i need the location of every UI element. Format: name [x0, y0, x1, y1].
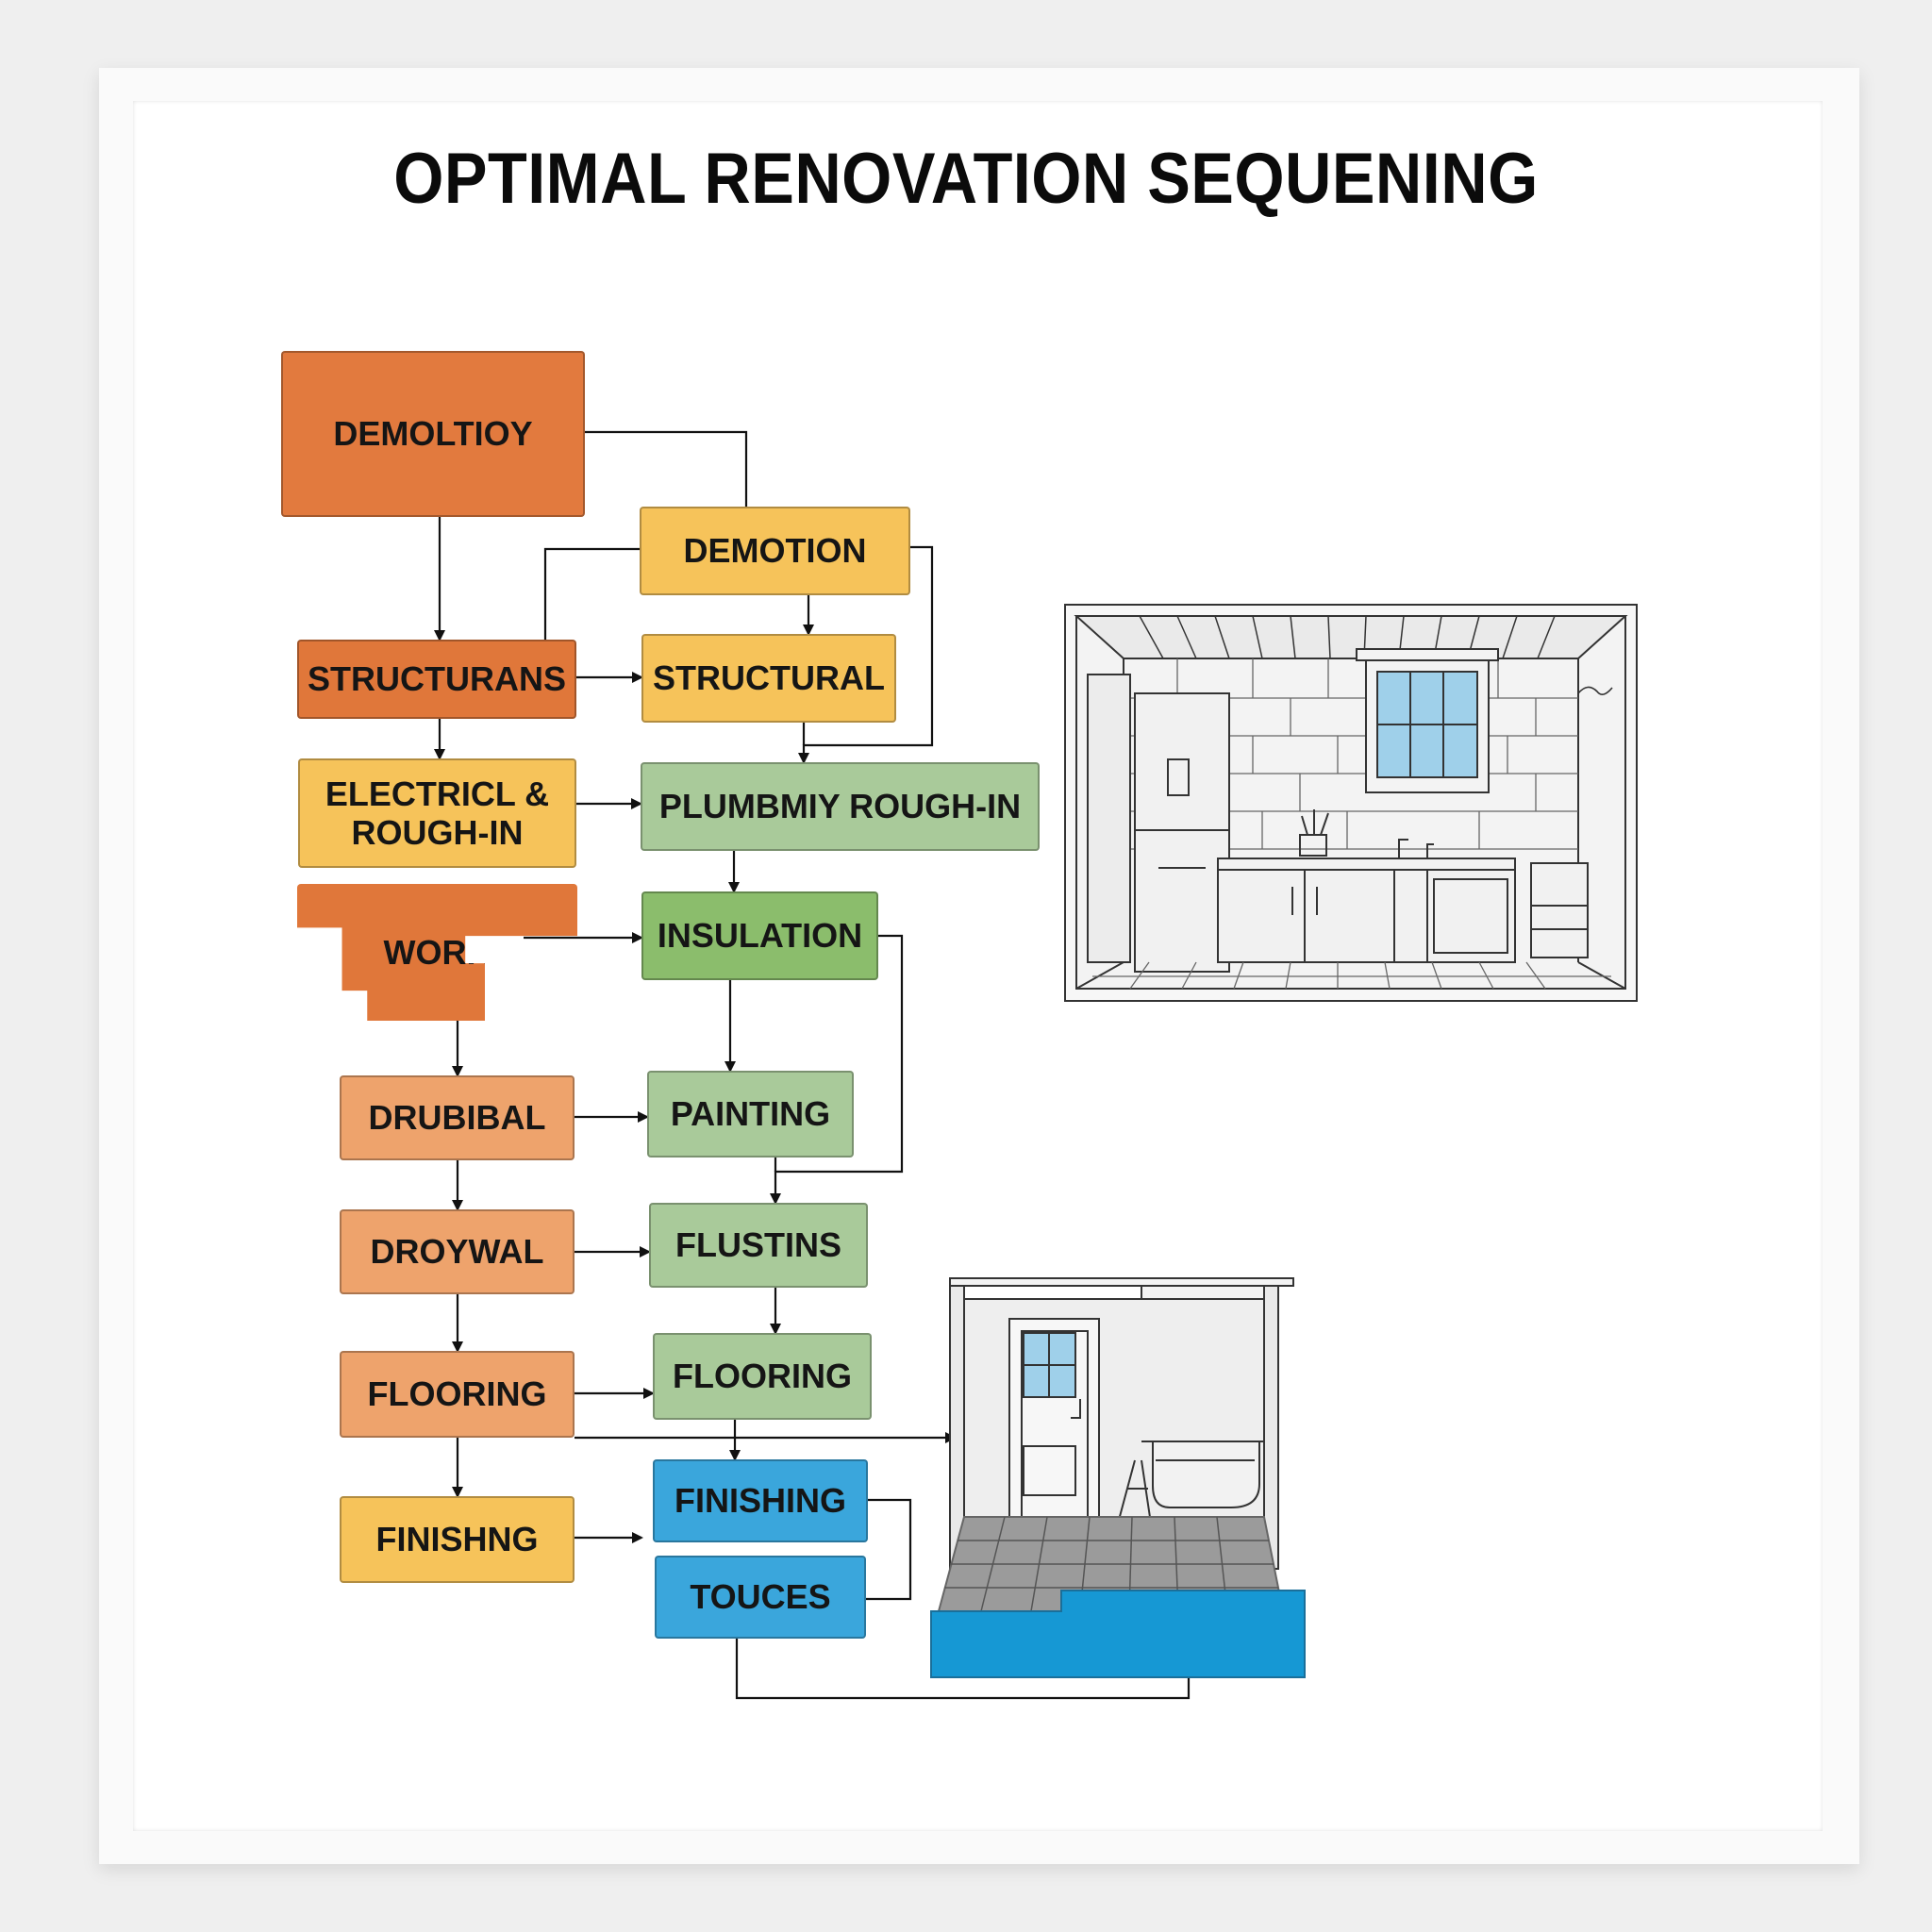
- flow-step-structural: STRUCTURAL: [641, 634, 896, 723]
- connector-demotion-to-plumbing: [798, 545, 934, 764]
- flow-step-plumbing: PLUMBMIY ROUGH-IN: [641, 762, 1040, 851]
- bathroom-icon: [930, 1277, 1306, 1678]
- flow-step-finishing-left: FINISHNG: [340, 1496, 575, 1583]
- kitchen-icon: [1064, 604, 1638, 1002]
- flow-step-droywal: DROYWAL: [340, 1209, 575, 1294]
- connector-insulation-to-flustins: [770, 934, 904, 1205]
- flow-step-electrical: ELECTRICL & ROUGH-IN: [298, 758, 576, 868]
- connector-touches-to-bathroom-sketch: [735, 1639, 1191, 1700]
- flow-step-touches: TOUCES: [655, 1556, 866, 1639]
- diagram-title: OPTIMAL RENOVATION SEQUENING: [393, 139, 1539, 219]
- flow-step-flooring-right: FLOORING: [653, 1333, 872, 1420]
- connector-demolition-to-demotion: [585, 430, 748, 507]
- flow-step-demolition: DEMOLTIOY: [281, 351, 585, 517]
- flow-step-demotion: DEMOTION: [640, 507, 910, 595]
- flow-step-insulation: INSULATION: [641, 891, 878, 980]
- flow-step-flustins: FLUSTINS: [649, 1203, 868, 1288]
- connector-structurans-to-demotion: [543, 547, 640, 640]
- flow-step-structurans: STRUCTURANS: [297, 640, 576, 719]
- connector-finishing-right-to-touches: [866, 1498, 912, 1601]
- flow-step-flooring-left: FLOORING: [340, 1351, 575, 1438]
- flow-step-drubibal: DRUBIBAL: [340, 1075, 575, 1160]
- flow-step-finishing-right: FINISHING: [653, 1459, 868, 1542]
- flow-step-painting: PAINTING: [647, 1071, 854, 1158]
